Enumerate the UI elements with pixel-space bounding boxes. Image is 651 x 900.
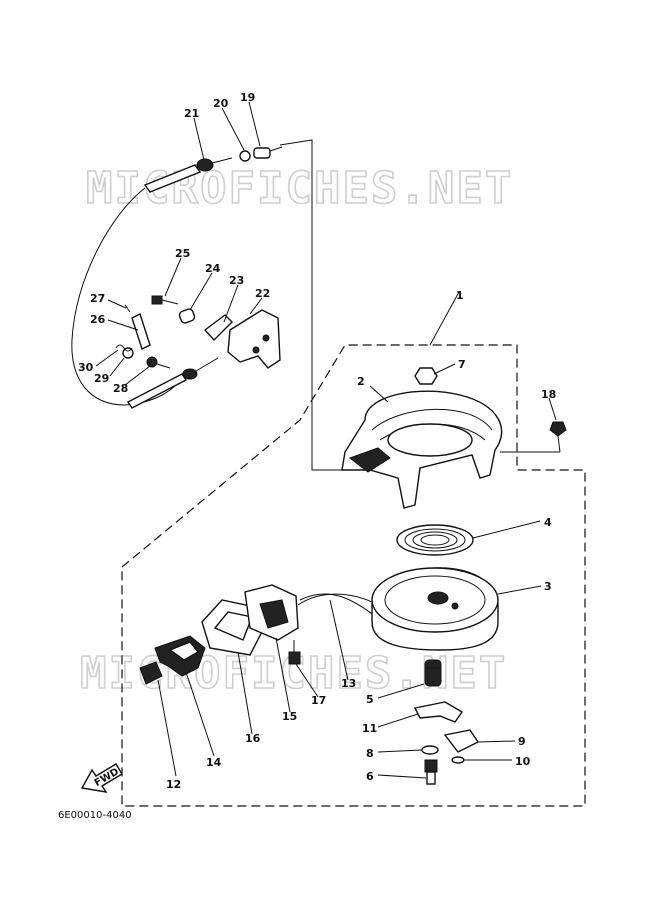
part-8-washer [421,745,439,755]
callout-8: 8 [366,747,374,760]
part-6-bolt [424,759,438,785]
part-13-starter-rope [297,593,373,606]
callout-30: 30 [78,361,94,374]
part-29-washer [122,347,134,359]
callout-27: 27 [90,292,105,305]
callout-6: 6 [366,770,374,783]
callout-20: 20 [213,97,229,110]
part-2-starter-case [341,390,503,509]
callout-3: 3 [544,580,552,593]
callout-23: 23 [229,274,244,287]
part-22-bracket [227,309,281,369]
control-cable [71,187,186,406]
callout-28: 28 [113,382,128,395]
part-7-nut [414,367,438,385]
callout-17: 17 [311,694,326,707]
part-18-bolt [549,421,567,453]
callout-26: 26 [90,313,106,326]
part-10-clip [451,756,465,764]
throttle-cable-lower [126,373,188,409]
part-9-plate [443,729,480,753]
callout-15: 15 [282,710,297,723]
callout-21: 21 [184,107,199,120]
part-30-spring [115,344,133,352]
callout-25: 25 [175,247,190,260]
callout-24: 24 [205,262,221,275]
part-21-cable-end [143,157,233,193]
callout-19: 19 [240,91,255,104]
callout-16: 16 [245,732,261,745]
part-25-screw [151,295,179,305]
callout-22: 22 [255,287,270,300]
part-17-bolt [288,640,301,665]
part-20-nut [239,150,251,162]
part-19-cable-joint [253,146,283,159]
part-14-starter-handle [154,635,206,677]
part-26-link-rod [131,313,151,350]
part-15-guide-holder [244,584,299,641]
callout-14: 14 [206,756,222,769]
callout-10: 10 [515,755,531,768]
cable-guide-line [279,139,352,471]
part-24-collar [178,308,196,324]
callout-11: 11 [362,722,377,735]
callout-29: 29 [94,372,109,385]
callout-13: 13 [341,677,356,690]
callout-12: 12 [166,778,181,791]
leader-lines [95,101,557,779]
callout-5: 5 [366,693,374,706]
part-12-handle-cap [139,661,163,685]
drawing-code: 6E00010-4040 [58,810,132,821]
part-23-lever [203,314,233,342]
callout-2: 2 [357,375,365,388]
forward-arrow-icon: FWD [80,763,123,793]
part-5-spring [424,659,442,687]
callout-7: 7 [458,358,466,371]
part-4-spiral-spring [396,524,474,556]
callout-1: 1 [456,289,464,302]
part-28-bolt [146,356,171,369]
part-3-sheave-drum [371,567,499,651]
callout-18: 18 [541,388,556,401]
callout-9: 9 [518,735,526,748]
part-27-clip [124,304,131,313]
callout-4: 4 [544,516,552,529]
assembly-group-outline [121,344,586,807]
part-11-drive-pawl [413,701,464,723]
